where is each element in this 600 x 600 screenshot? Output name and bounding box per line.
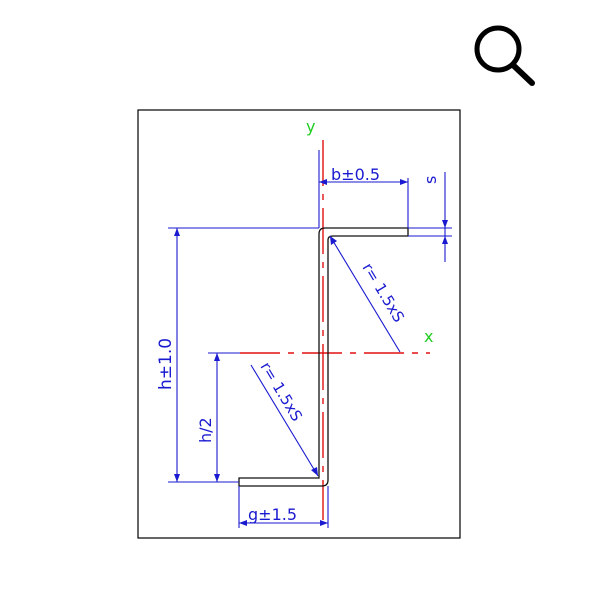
arrowheads [174,179,448,526]
dim-g-label: g±1.5 [248,505,297,524]
dim-b-label: b±0.5 [331,165,380,184]
arrow-b-left [319,179,327,185]
dim-h2-label: h/2 [196,417,215,443]
arrow-s-top [442,220,448,228]
arrow-radius-lower [311,467,318,476]
arrow-g-right [320,520,328,526]
arrow-g-left [239,520,247,526]
axis-x-label: x [424,327,433,346]
dim-h-label: h±1.0 [156,338,176,390]
magnifier-icon [474,25,535,86]
drawing-border [137,109,461,539]
centerlines [240,140,430,520]
radius-upper-leader [329,235,401,353]
dim-s-label: s [421,176,440,184]
zoom-button[interactable] [468,20,544,90]
z-profile [238,227,409,487]
arrow-h-bottom [174,474,180,482]
z-profile-outline [238,227,409,487]
arrow-h2-top [214,353,220,361]
radius-lower-leader [250,364,319,477]
arrow-radius-upper [330,236,337,245]
arrow-s-bottom [442,236,448,244]
arrow-h-top [174,228,180,236]
dimension-lines [168,150,452,528]
arrow-b-right [400,179,408,185]
axis-y-label: y [306,117,315,136]
arrow-h2-bottom [214,474,220,482]
